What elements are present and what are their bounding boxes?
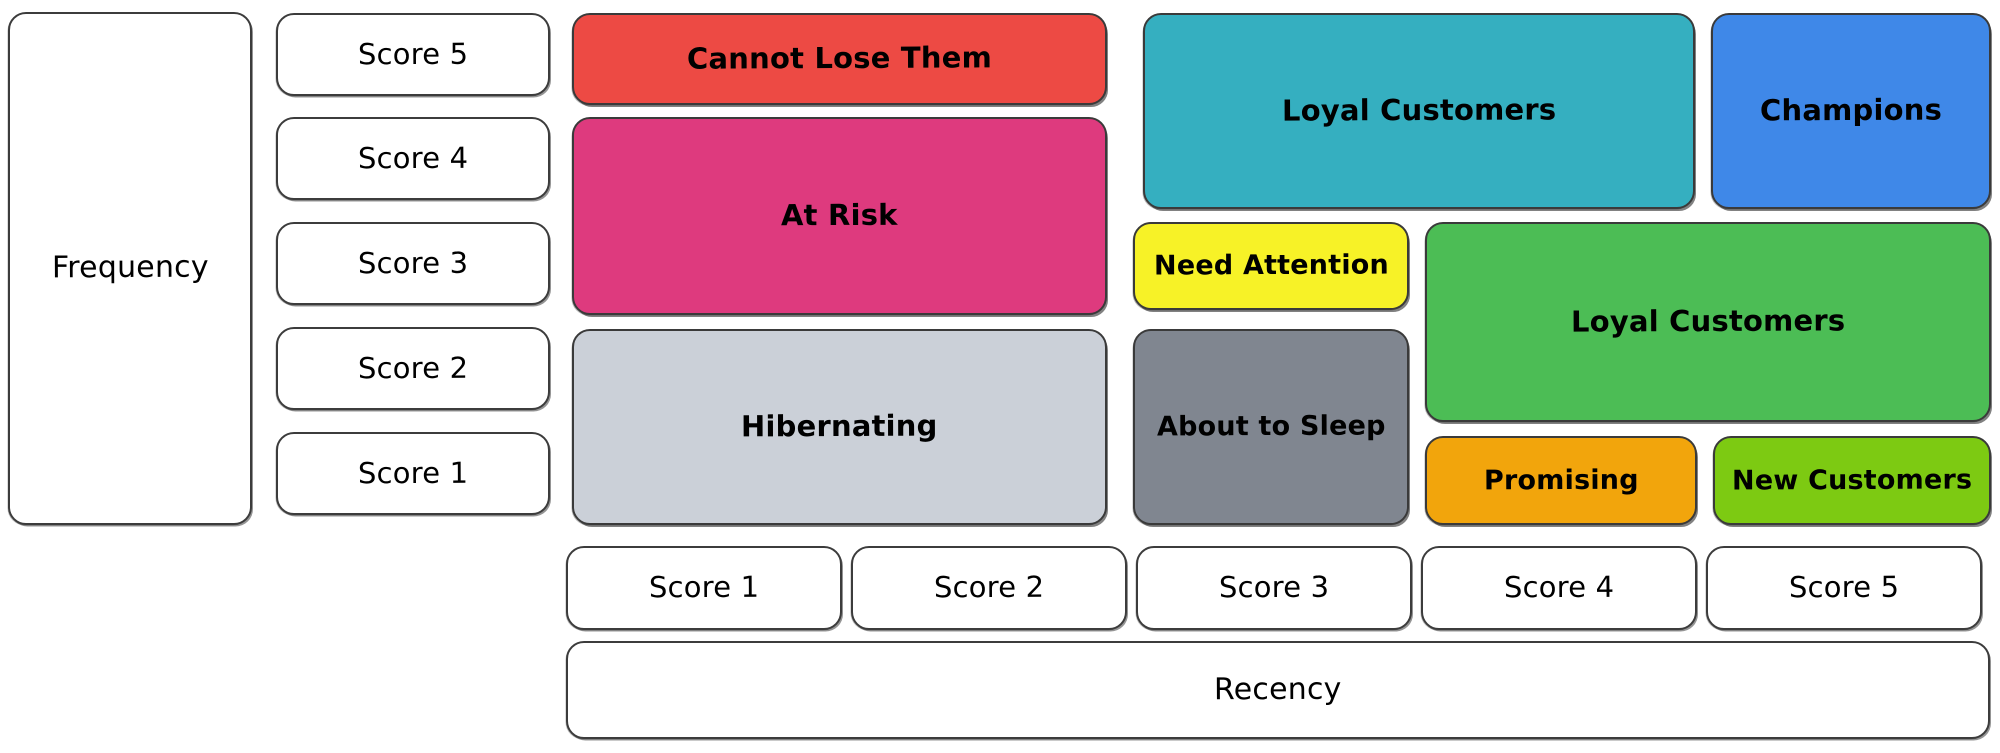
segment-loyal-customers-teal-label: Loyal Customers bbox=[1281, 92, 1557, 128]
segment-cannot-lose-them-label: Cannot Lose Them bbox=[686, 40, 993, 76]
frequency-score-4-label: Score 4 bbox=[357, 140, 469, 176]
frequency-score-5-label: Score 5 bbox=[357, 36, 469, 72]
recency-score-1-label: Score 1 bbox=[648, 570, 760, 605]
recency-score-3[interactable]: Score 3 bbox=[1136, 546, 1412, 630]
segment-need-attention[interactable]: Need Attention bbox=[1133, 222, 1409, 310]
segment-loyal-customers-green[interactable]: Loyal Customers bbox=[1425, 222, 1991, 422]
recency-score-2[interactable]: Score 2 bbox=[851, 546, 1127, 630]
segment-loyal-customers-green-label: Loyal Customers bbox=[1570, 303, 1846, 339]
frequency-score-1[interactable]: Score 1 bbox=[276, 432, 550, 515]
segment-new-customers[interactable]: New Customers bbox=[1713, 436, 1991, 525]
recency-score-5[interactable]: Score 5 bbox=[1706, 546, 1982, 630]
recency-axis-label: Recency bbox=[566, 641, 1990, 739]
recency-score-4[interactable]: Score 4 bbox=[1421, 546, 1697, 630]
segment-promising-label: Promising bbox=[1483, 464, 1639, 497]
segment-about-to-sleep[interactable]: About to Sleep bbox=[1133, 329, 1409, 525]
frequency-score-3-label: Score 3 bbox=[357, 245, 469, 281]
segment-hibernating[interactable]: Hibernating bbox=[572, 329, 1107, 525]
segment-champions-label: Champions bbox=[1759, 92, 1943, 128]
recency-score-2-label: Score 2 bbox=[933, 570, 1045, 605]
segment-hibernating-label: Hibernating bbox=[741, 408, 938, 444]
segment-new-customers-label: New Customers bbox=[1731, 464, 1973, 497]
recency-score-4-label: Score 4 bbox=[1503, 570, 1615, 605]
frequency-score-5[interactable]: Score 5 bbox=[276, 13, 550, 96]
recency-score-5-label: Score 5 bbox=[1788, 570, 1900, 605]
recency-score-1[interactable]: Score 1 bbox=[566, 546, 842, 630]
segment-champions[interactable]: Champions bbox=[1711, 13, 1991, 209]
segment-at-risk[interactable]: At Risk bbox=[572, 117, 1107, 315]
frequency-score-2[interactable]: Score 2 bbox=[276, 327, 550, 410]
frequency-axis-label-text: Frequency bbox=[51, 249, 209, 286]
frequency-score-1-label: Score 1 bbox=[357, 455, 469, 491]
segment-at-risk-label: At Risk bbox=[781, 198, 898, 233]
recency-axis-label-text: Recency bbox=[1214, 671, 1342, 708]
segment-about-to-sleep-label: About to Sleep bbox=[1156, 410, 1386, 443]
recency-score-3-label: Score 3 bbox=[1218, 570, 1330, 605]
segment-loyal-customers-teal[interactable]: Loyal Customers bbox=[1143, 13, 1695, 209]
frequency-axis-label: Frequency bbox=[8, 12, 252, 525]
frequency-score-4[interactable]: Score 4 bbox=[276, 117, 550, 200]
segment-promising[interactable]: Promising bbox=[1425, 436, 1697, 525]
segment-need-attention-label: Need Attention bbox=[1153, 249, 1389, 282]
frequency-score-3[interactable]: Score 3 bbox=[276, 222, 550, 305]
frequency-score-2-label: Score 2 bbox=[357, 350, 469, 386]
segment-cannot-lose-them[interactable]: Cannot Lose Them bbox=[572, 13, 1107, 105]
